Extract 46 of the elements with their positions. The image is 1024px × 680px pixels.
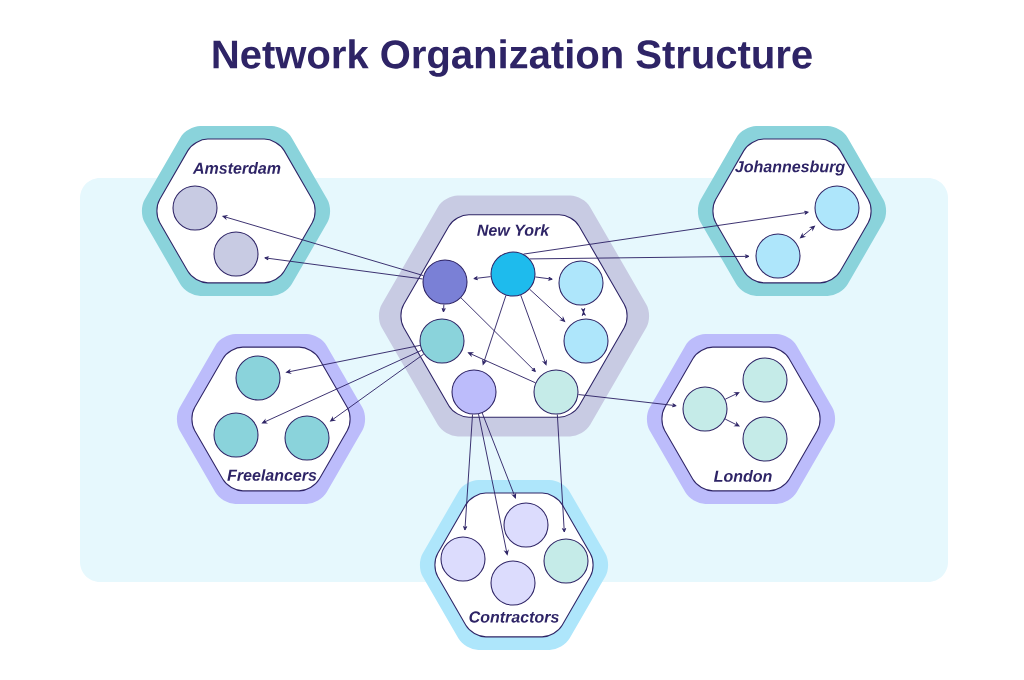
arrow — [523, 210, 809, 255]
arrow — [529, 254, 750, 260]
arrow — [800, 225, 815, 239]
arrow — [463, 414, 473, 531]
arrow — [264, 256, 424, 280]
circle-node — [503, 502, 549, 548]
circle-node — [543, 538, 589, 584]
arrow — [478, 413, 509, 556]
circle-node — [422, 259, 468, 305]
circle-node — [213, 412, 259, 458]
circle-node — [755, 233, 801, 279]
arrow — [581, 308, 586, 316]
arrow — [482, 294, 507, 365]
arrow — [468, 352, 536, 384]
arrow — [441, 304, 446, 313]
arrow — [520, 294, 547, 366]
circle-node — [419, 318, 465, 364]
arrow — [534, 276, 553, 281]
title: Network Organization Structure — [213, 39, 812, 77]
circle-node — [682, 386, 728, 432]
circle-node — [814, 185, 860, 231]
arrow — [481, 412, 517, 499]
circle-node — [451, 369, 497, 415]
arrow — [473, 276, 492, 281]
circle-node — [172, 185, 218, 231]
arrow — [330, 353, 425, 422]
circle-node — [490, 560, 536, 606]
circle-node — [440, 536, 486, 582]
arrow — [577, 394, 677, 408]
circle-node — [213, 231, 259, 277]
arrow — [460, 297, 536, 373]
arrow — [529, 288, 566, 322]
circle-node — [533, 369, 579, 415]
circle-node — [563, 318, 609, 364]
circle-node — [490, 251, 536, 297]
circle-node — [284, 415, 330, 461]
arrow — [222, 215, 424, 277]
arrow — [286, 344, 421, 374]
circle-node — [235, 355, 281, 401]
circle-node — [742, 357, 788, 403]
circle-node — [742, 416, 788, 462]
arrow — [724, 418, 740, 427]
arrow — [724, 392, 740, 400]
arrow — [556, 414, 567, 533]
arrow — [261, 349, 422, 424]
circle-node — [558, 260, 604, 306]
